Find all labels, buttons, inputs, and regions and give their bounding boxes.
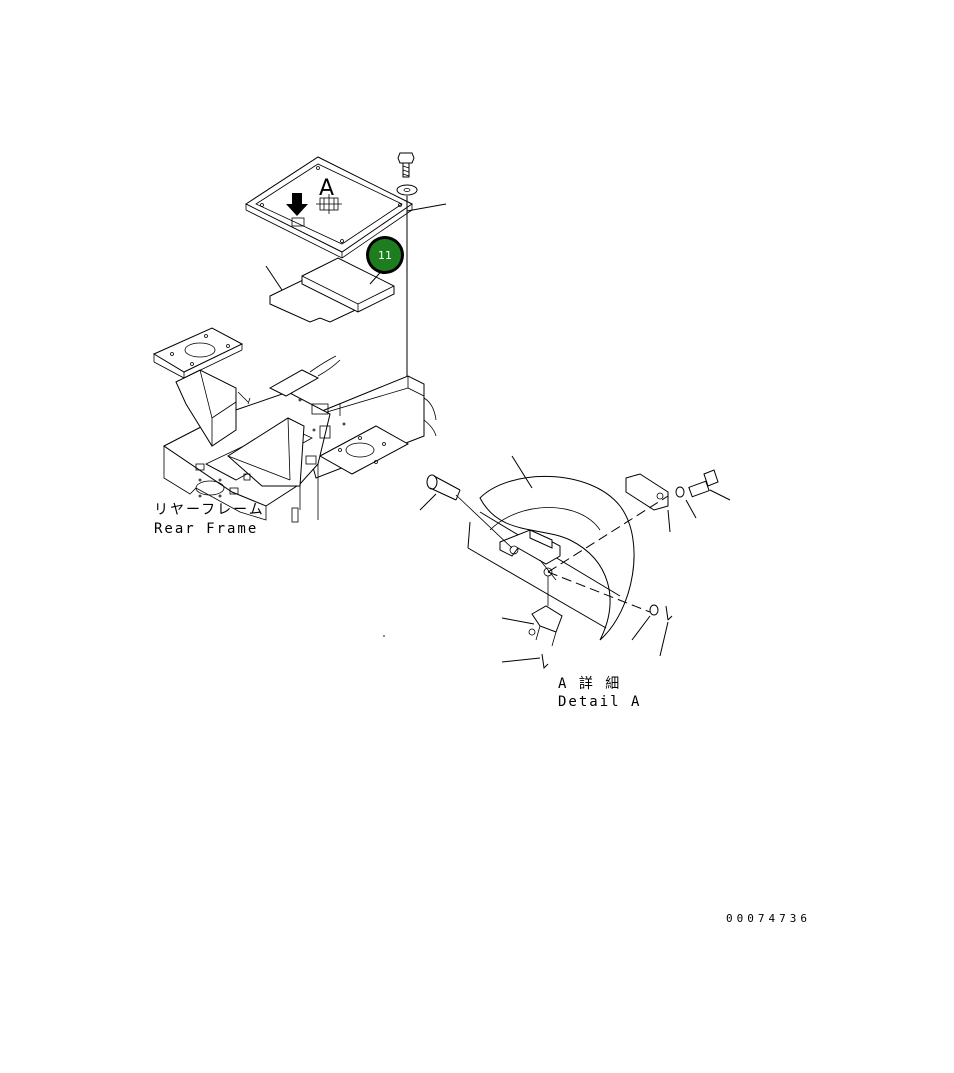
callout-fill [369, 239, 401, 271]
detail-a [419, 455, 731, 670]
cover-plate: A [244, 156, 413, 259]
rear-frame [152, 327, 437, 523]
callout-11[interactable]: 11 [366, 236, 404, 274]
washer-top [396, 184, 418, 196]
callout-number: 11 [378, 249, 392, 262]
detail-a-label-en: Detail A [558, 694, 641, 710]
pad-right [301, 257, 395, 313]
rear-frame-label-en: Rear Frame [154, 521, 258, 537]
bolt-top [397, 152, 415, 178]
drawing-number: 00074736 [726, 912, 811, 925]
detail-a-label-jp: A 詳 細 [558, 676, 621, 692]
view-marker-label: A [319, 176, 334, 201]
view-arrow-icon [286, 193, 308, 227]
target-mark [316, 194, 342, 214]
rear-frame-label-jp: リヤーフレーム [154, 502, 265, 518]
